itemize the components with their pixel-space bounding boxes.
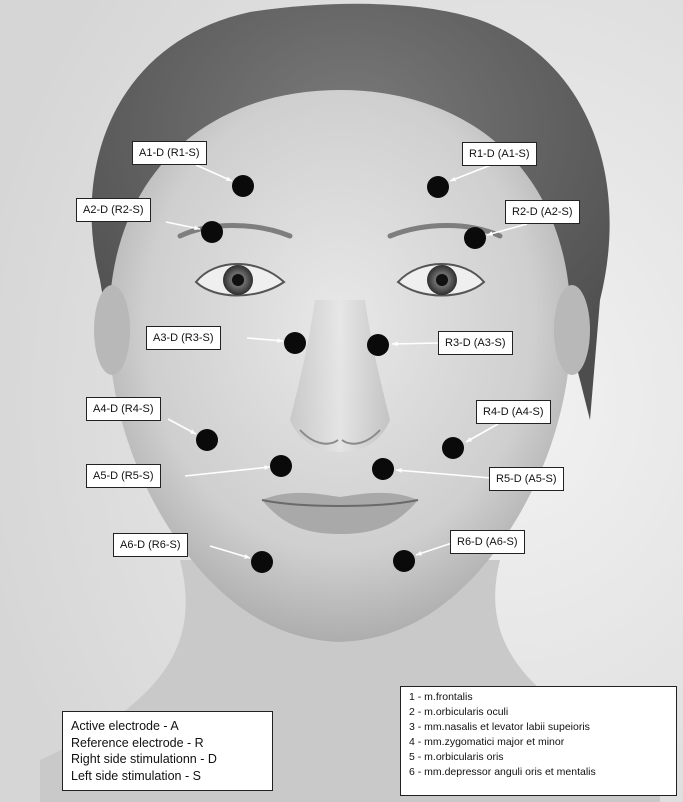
- legend-key-line: Left side stimulation - S: [71, 768, 264, 785]
- electrode-dot-a5: [270, 455, 292, 477]
- legend-muscle-line: 4 - mm.zygomatici major et minor: [409, 735, 668, 750]
- legend-muscle-line: 2 - m.orbicularis oculi: [409, 705, 668, 720]
- leader-line-r5: [396, 470, 491, 478]
- legend-muscle-line: 5 - m.orbicularis oris: [409, 750, 668, 765]
- label-r1: R1-D (A1-S): [462, 142, 537, 166]
- label-r3: R3-D (A3-S): [438, 331, 513, 355]
- electrode-dot-a1: [232, 175, 254, 197]
- leader-arrow-r1: [450, 177, 456, 181]
- leader-line-a5: [185, 467, 270, 476]
- label-a1: A1-D (R1-S): [132, 141, 207, 165]
- leader-line-r1: [450, 165, 491, 181]
- leader-line-r3: [392, 343, 440, 344]
- label-r4: R4-D (A4-S): [476, 400, 551, 424]
- leader-arrow-r6: [416, 551, 422, 555]
- legend-key-line: Active electrode - A: [71, 718, 264, 735]
- legend-muscle-line: 1 - m.frontalis: [409, 690, 668, 705]
- leader-line-a6: [210, 546, 250, 558]
- legend-muscle-line: 6 - mm.depressor anguli oris et mentalis: [409, 765, 668, 780]
- legend-muscle-line: 3 - mm.nasalis et levator labii supeiori…: [409, 720, 668, 735]
- label-a4: A4-D (R4-S): [86, 397, 161, 421]
- leader-line-r6: [416, 543, 452, 555]
- label-a6: A6-D (R6-S): [113, 533, 188, 557]
- leader-arrow-r2: [487, 231, 493, 236]
- leader-arrow-a6: [244, 554, 250, 558]
- legend-key-line: Reference electrode - R: [71, 735, 264, 752]
- legend-muscles: 1 - m.frontalis 2 - m.orbicularis oculi …: [400, 686, 677, 796]
- electrode-dot-r5: [372, 458, 394, 480]
- electrode-dot-a6: [251, 551, 273, 573]
- label-a5: A5-D (R5-S): [86, 464, 161, 488]
- leader-line-r2: [487, 224, 527, 235]
- leader-line-a1: [196, 165, 232, 181]
- leader-arrow-r3: [392, 342, 398, 347]
- electrode-dot-r3: [367, 334, 389, 356]
- electrode-dot-r4: [442, 437, 464, 459]
- label-a3: A3-D (R3-S): [146, 326, 221, 350]
- label-a2: A2-D (R2-S): [76, 198, 151, 222]
- electrode-dot-r2: [464, 227, 486, 249]
- electrode-dot-a2: [201, 221, 223, 243]
- label-r5: R5-D (A5-S): [489, 467, 564, 491]
- legend-key-line: Right side stimulationn - D: [71, 751, 264, 768]
- label-r2: R2-D (A2-S): [505, 200, 580, 224]
- legend-electrode-key: Active electrode - A Reference electrode…: [62, 711, 273, 791]
- electrode-dot-a4: [196, 429, 218, 451]
- electrode-dot-r1: [427, 176, 449, 198]
- electrode-dot-a3: [284, 332, 306, 354]
- electrode-dot-r6: [393, 550, 415, 572]
- label-r6: R6-D (A6-S): [450, 530, 525, 554]
